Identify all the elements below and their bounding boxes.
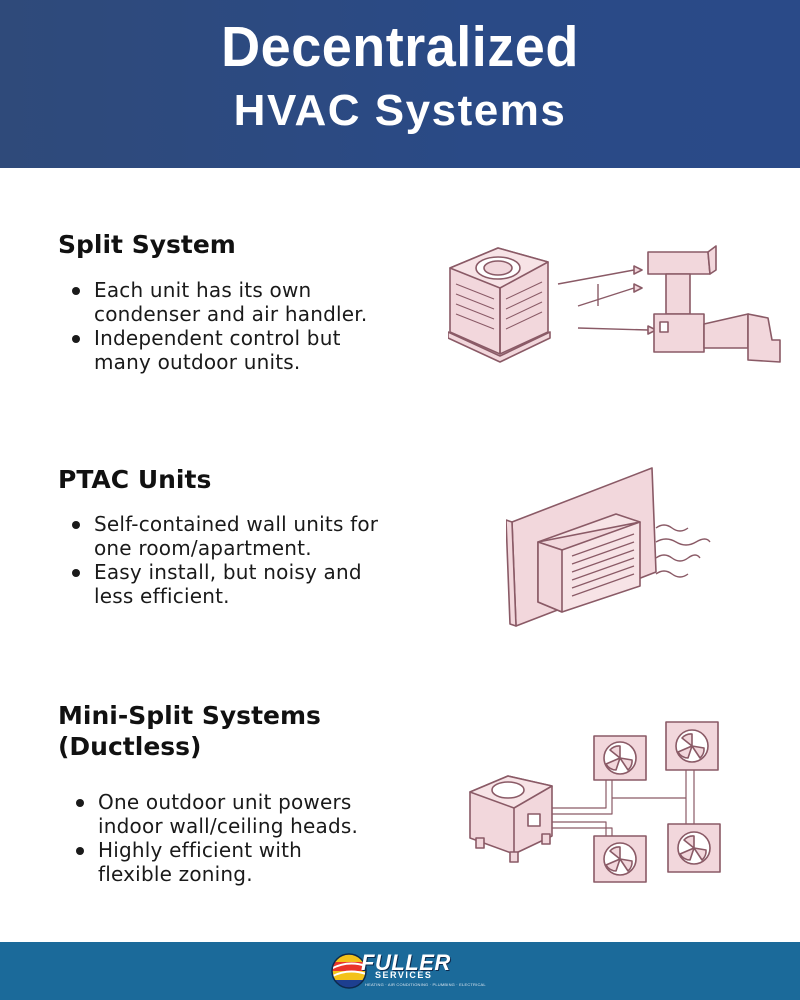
- fuller-logo-icon: [331, 953, 367, 989]
- section-heading: Split System: [58, 230, 236, 259]
- split-system-illustration-icon: [448, 245, 781, 363]
- section-heading: Mini-Split Systems(Ductless): [58, 701, 321, 761]
- section-heading: PTAC Units: [58, 465, 212, 494]
- logo-sub: SERVICES: [375, 970, 433, 980]
- title-line-2: HVAC Systems: [233, 86, 567, 135]
- page-footer: FULLER SERVICES HEATING · AIR CONDITIONI…: [0, 942, 800, 1000]
- title-line-1: Decentralized: [221, 15, 579, 79]
- logo-tagline: HEATING · AIR CONDITIONING · PLUMBING · …: [365, 982, 486, 987]
- page-header: Decentralized HVAC Systems: [0, 0, 800, 168]
- fuller-logo: FULLER SERVICES HEATING · AIR CONDITIONI…: [331, 950, 486, 992]
- mini-split-illustration-icon: [469, 721, 721, 883]
- logo-name: FULLER: [361, 950, 451, 975]
- ptac-unit-illustration-icon: [506, 467, 711, 627]
